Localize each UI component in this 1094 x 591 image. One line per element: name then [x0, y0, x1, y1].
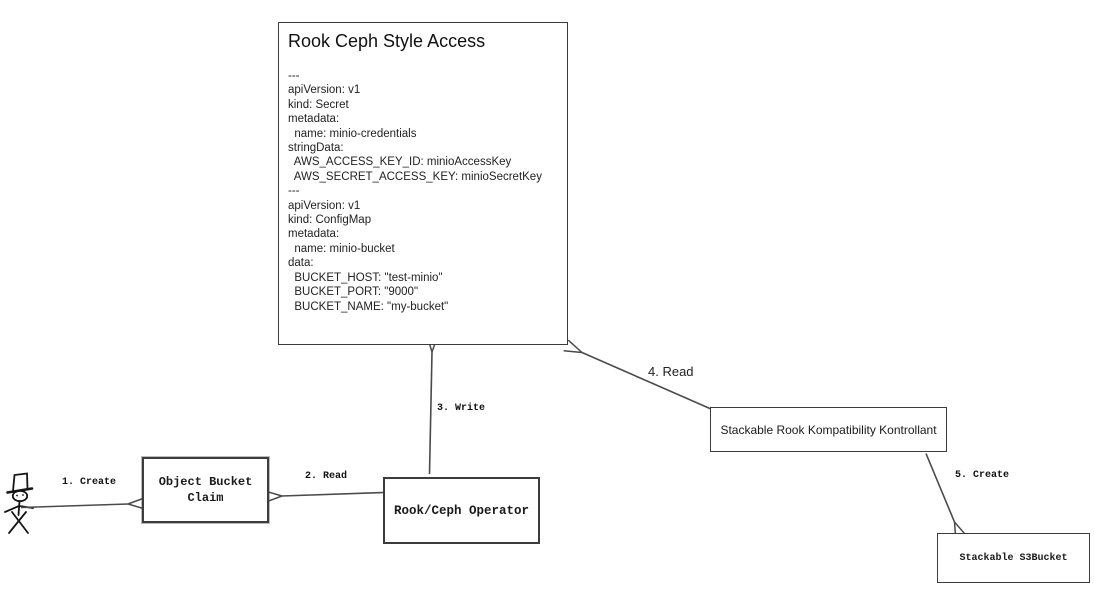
node-stackable-kontrollant-label: Stackable Rook Kompatibility Kontrollant: [720, 422, 937, 437]
node-rook-ceph-operator-label: Rook/Ceph Operator: [393, 503, 530, 518]
actor-stick-figure-icon: [4, 472, 34, 534]
actor-eye-right: [22, 494, 24, 496]
actor-hat-brim: [6, 487, 34, 494]
arrow-label-5-create: 5. Create: [955, 470, 1010, 481]
actor-leg-left: [11, 511, 29, 534]
node-object-bucket-claim: Object Bucket Claim: [142, 457, 269, 523]
arrow-label-1-create: 1. Create: [62, 477, 117, 488]
arrow-1-create: [20, 496, 146, 510]
arrow-5-create: [925, 453, 968, 541]
arrow-label-3-write: 3. Write: [437, 403, 486, 414]
actor-hat: [12, 472, 29, 492]
arrow-label-4-read: 4. Read: [648, 364, 694, 379]
node-rook-ceph-operator: Rook/Ceph Operator: [383, 477, 540, 544]
node-stackable-s3bucket-label: Stackable S3Bucket: [959, 552, 1068, 564]
node-stackable-kontrollant: Stackable Rook Kompatibility Kontrollant: [710, 407, 947, 452]
spec-yaml-text: --- apiVersion: v1 kind: Secret metadata…: [288, 70, 542, 313]
arrow-2-read: [264, 490, 384, 504]
actor-arm-right: [18, 505, 34, 509]
actor-arm-left: [4, 505, 20, 513]
spec-box-title: Rook Ceph Style Access: [288, 31, 486, 51]
node-object-bucket-claim-label: Object Bucket Claim: [158, 475, 253, 505]
actor-body: [17, 500, 21, 516]
actor-head: [11, 489, 29, 503]
arrow-3-write: [425, 334, 439, 475]
actor-eye-left: [16, 494, 18, 497]
node-stackable-s3bucket: Stackable S3Bucket: [937, 533, 1090, 583]
arrow-4-read: [563, 339, 712, 410]
rook-ceph-spec-box: Rook Ceph Style Access --- apiVersion: v…: [278, 22, 568, 345]
actor-leg-right: [8, 511, 27, 534]
arrow-label-2-read: 2. Read: [305, 471, 348, 482]
